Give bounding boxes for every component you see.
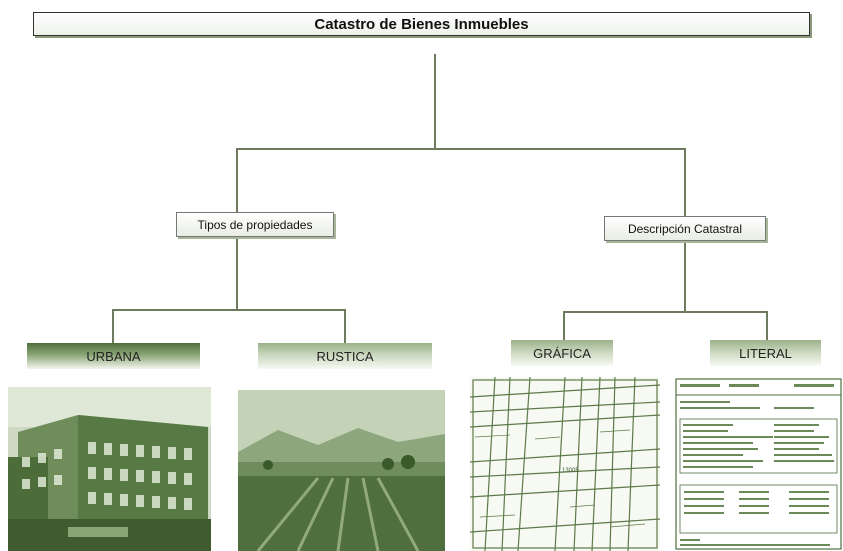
- category-rustica: RUSTICA: [258, 343, 432, 369]
- connector-title-down: [434, 54, 436, 149]
- connector-top-horizontal: [236, 148, 685, 150]
- category-literal: LITERAL: [710, 340, 821, 366]
- connector-descripcion-down: [684, 240, 686, 312]
- connector-right-horizontal: [563, 311, 767, 313]
- category-grafica: GRÁFICA: [511, 340, 613, 366]
- connector-urbana-down: [112, 309, 114, 344]
- rural-vineyard-photo: [238, 390, 445, 551]
- node-tipos-de-propiedades: Tipos de propiedades: [176, 212, 334, 237]
- connector-tipos-down: [236, 235, 238, 310]
- node-descripcion-catastral: Descripción Catastral: [604, 216, 766, 241]
- connector-rustica-down: [344, 309, 346, 344]
- connector-left-down: [236, 148, 238, 213]
- connector-right-down: [684, 148, 686, 216]
- category-urbana: URBANA: [27, 343, 200, 369]
- cadastral-map-drawing: 13005: [470, 377, 660, 551]
- cadastral-record-document: [674, 377, 843, 551]
- diagram-title: Catastro de Bienes Inmuebles: [33, 12, 810, 36]
- connector-left-horizontal: [112, 309, 346, 311]
- urban-building-photo: [8, 387, 211, 551]
- map-parcel-label: 13005: [562, 468, 579, 474]
- connector-grafica-down: [563, 311, 565, 341]
- connector-literal-down: [766, 311, 768, 341]
